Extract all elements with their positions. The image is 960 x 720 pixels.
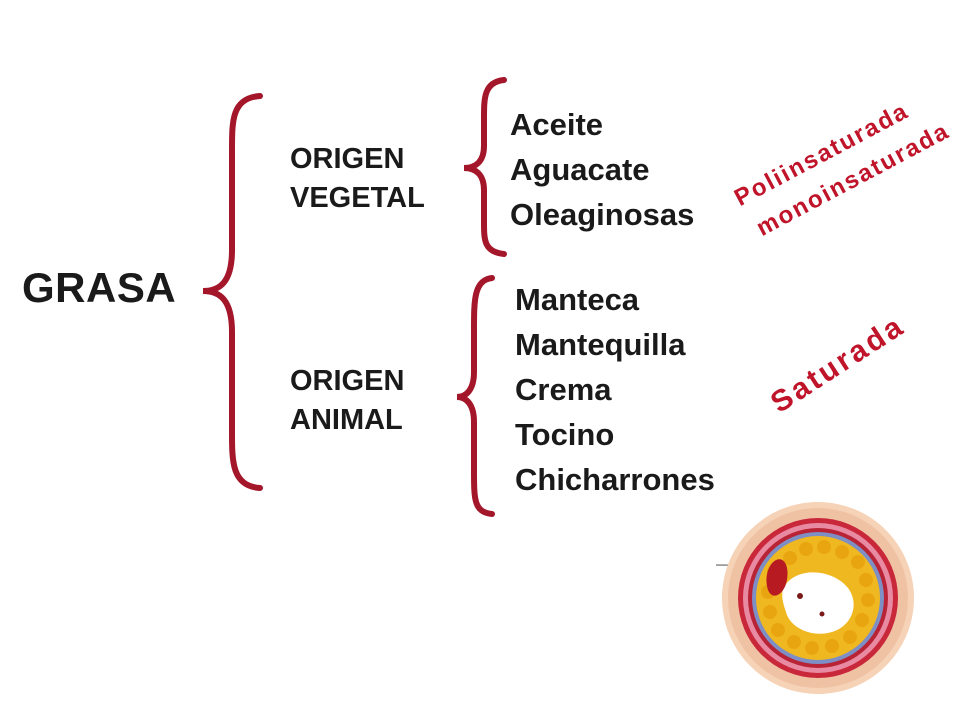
list-item: Aguacate: [510, 152, 650, 187]
list-item: Aceite: [510, 107, 604, 142]
list-item: Oleaginosas: [510, 197, 695, 232]
list-item: Crema: [515, 372, 612, 407]
root-label: GRASA: [22, 264, 177, 311]
list-item: Manteca: [515, 282, 640, 317]
list-item: Chicharrones: [515, 462, 715, 497]
list-item: Tocino: [515, 417, 615, 452]
category-vegetal: ORIGEN VEGETAL: [290, 140, 425, 218]
vegetal-bracket: [463, 77, 507, 257]
list-item: Mantequilla: [515, 327, 686, 362]
animal-items: Manteca Mantequilla Crema Tocino Chichar…: [515, 277, 715, 502]
animal-bracket: [456, 275, 495, 517]
category-vegetal-line2: VEGETAL: [290, 182, 425, 214]
category-animal: ORIGEN ANIMAL: [290, 362, 404, 440]
category-animal-line2: ANIMAL: [290, 404, 403, 436]
main-bracket: [202, 93, 263, 491]
category-animal-line1: ORIGEN: [290, 365, 405, 397]
vegetal-items: Aceite Aguacate Oleaginosas: [510, 102, 694, 237]
category-vegetal-line1: ORIGEN: [290, 143, 405, 175]
artery-cross-section-icon: [715, 502, 914, 694]
